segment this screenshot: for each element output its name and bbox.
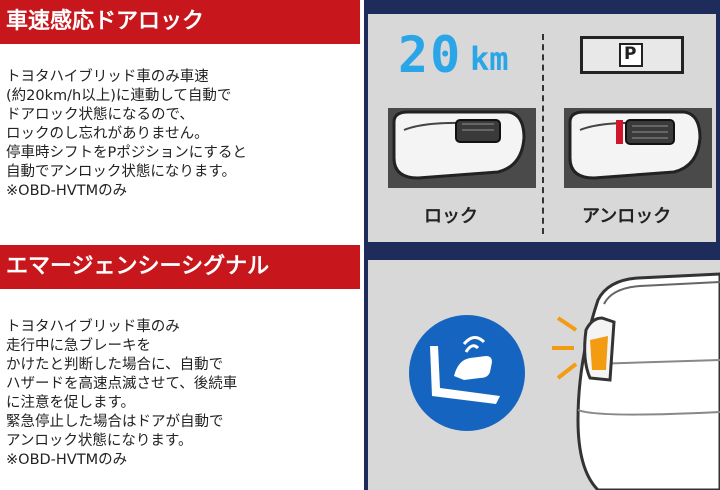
panel-divider bbox=[542, 34, 544, 234]
lock-caption: ロック bbox=[424, 206, 478, 227]
door-unlock-icon bbox=[564, 108, 712, 188]
gear-p-indicator-icon: P bbox=[580, 36, 684, 74]
emergency-signal-description: トヨタハイブリッド車のみ 走行中に急ブレーキを かけたと判断した場合に、自動で … bbox=[6, 319, 238, 468]
feature-text-column: 車速感応ドアロック トヨタハイブリッド車のみ車速 (約20km/h以上)に連動し… bbox=[0, 0, 360, 468]
emergency-brake-sign-icon bbox=[409, 315, 525, 431]
emergency-signal-header: エマージェンシーシグナル bbox=[0, 245, 360, 289]
speed-display: 20 km bbox=[398, 26, 538, 84]
speed-lock-description: トヨタハイブリッド車のみ車速 (約20km/h以上)に連動して自動で ドアロック… bbox=[6, 69, 247, 199]
speed-lock-header: 車速感応ドアロック bbox=[0, 0, 360, 44]
door-lock-illustration-bg: 20 km P ロック bbox=[368, 14, 716, 242]
emergency-signal-illustration-panel bbox=[364, 250, 720, 490]
door-lock-illustration-panel: 20 km P ロック bbox=[364, 0, 720, 250]
emergency-signal-illustration-bg bbox=[368, 260, 720, 490]
speed-unit: km bbox=[470, 40, 509, 78]
gear-p-label: P bbox=[624, 44, 637, 64]
unlock-caption: アンロック bbox=[582, 206, 672, 227]
hazard-light-car bbox=[552, 272, 720, 490]
speed-value: 20 bbox=[398, 26, 463, 84]
door-lock-icon bbox=[388, 108, 536, 188]
